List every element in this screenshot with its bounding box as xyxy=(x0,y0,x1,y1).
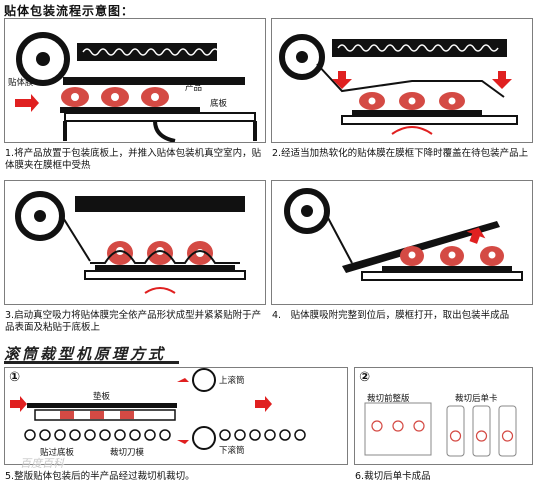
cards-illustration xyxy=(364,402,517,457)
down-arrow-right xyxy=(492,71,512,89)
base-plate xyxy=(27,403,177,408)
upper-roller xyxy=(192,368,216,392)
base-label: 底板 xyxy=(210,99,228,109)
step4-panel xyxy=(271,180,533,305)
roller-illustration xyxy=(10,368,306,450)
step4-caption: 4. 贴体膜吸附完整到位后，膜框打开，取出包装半成品 xyxy=(272,310,510,321)
softened-film xyxy=(316,63,505,98)
base-board xyxy=(60,107,200,113)
lift-arrow xyxy=(466,227,486,244)
film-frame-top xyxy=(63,77,245,85)
heater xyxy=(332,39,507,57)
vacuum-table xyxy=(64,112,256,122)
step2-panel xyxy=(271,18,533,143)
product-label: 产品 xyxy=(185,83,203,93)
opened-frame xyxy=(342,221,500,273)
watermark: 百度百科 xyxy=(20,457,64,470)
film-roll-core xyxy=(36,52,50,66)
step1-caption: 1.将产品放置于包装底板上，并推入贴体包装机真空室内，贴体膜夹在膜框中受热 xyxy=(5,148,262,171)
lower-roller-label: 下滚筒 xyxy=(219,446,245,456)
upper-roller-label: 上滚筒 xyxy=(219,376,245,386)
heater-coil xyxy=(82,48,220,56)
roller-caption: 5.整版贴体包装后的半产品经过裁切机裁切。 xyxy=(5,471,195,482)
panel1-number: ① xyxy=(9,370,21,385)
diagram-heading: 贴体包装流程示意图： xyxy=(4,4,135,18)
roller-section-title: 滚筒裁型机原理方式 xyxy=(4,345,167,363)
cutter-label: 裁切刀模 xyxy=(110,448,145,458)
section-title-underline xyxy=(4,361,179,364)
step3-caption: 3.启动真空吸力将贴体膜完全依产品形状成型并紧紧贴附于产品表面及粘贴于底板上 xyxy=(5,310,262,333)
base-label: 垫板 xyxy=(93,392,111,402)
cards-panel: ② 裁切前整版 裁切后单卡 xyxy=(354,367,533,465)
step2-illustration xyxy=(279,34,518,135)
cards-caption: 6.裁切后单卡成品 xyxy=(355,471,431,482)
step1-panel: 贴体膜 产品 底板 xyxy=(4,18,266,143)
lower-roller xyxy=(192,426,216,450)
push-arrow xyxy=(15,94,39,112)
before-label: 裁切前整版 xyxy=(367,394,410,404)
after-label: 裁切后单卡 xyxy=(455,394,498,404)
film-roll xyxy=(16,32,70,86)
exit-arrow xyxy=(255,396,272,412)
panel2-number: ② xyxy=(359,370,371,385)
uncut-sheet xyxy=(364,402,432,456)
down-arrow-left xyxy=(332,71,352,89)
film-label: 贴体膜 xyxy=(8,78,34,88)
feed-arrow xyxy=(10,396,27,412)
roller-panel: ① 垫板 上滚筒 下滚筒 裁切刀模 贴过底板 xyxy=(4,367,348,465)
step4-illustration xyxy=(284,188,523,281)
step1-illustration xyxy=(15,32,257,142)
step3-illustration xyxy=(15,191,246,294)
step2-caption: 2.经适当加热软化的贴体膜在膜框下降时覆盖在待包装产品上 xyxy=(272,148,529,159)
bottom-label: 贴过底板 xyxy=(40,448,75,458)
step3-panel xyxy=(4,180,266,305)
